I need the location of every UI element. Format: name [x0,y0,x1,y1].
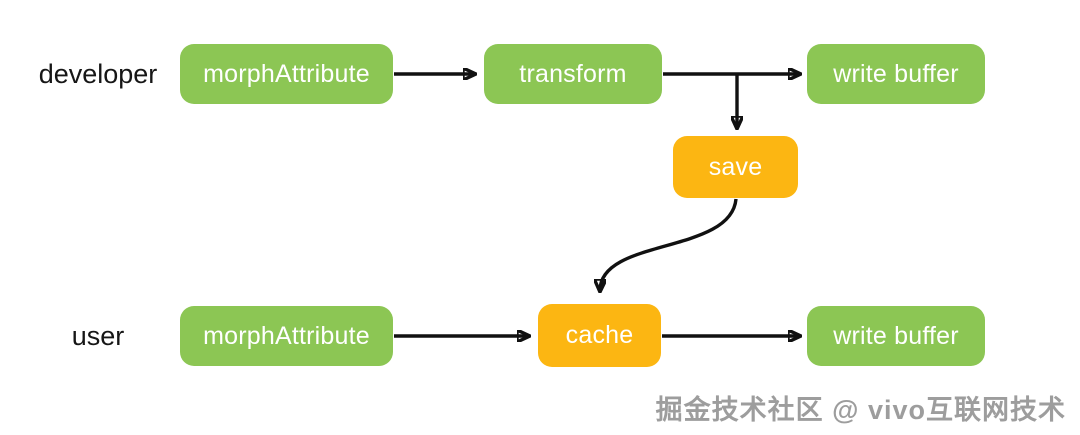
node-write-buffer-developer: write buffer [807,44,985,104]
node-morphattribute-user: morphAttribute [180,306,393,366]
node-morphattribute-developer: morphAttribute [180,44,393,104]
row-label-user: user [71,320,125,351]
watermark-text: 掘金技术社区 @ vivo互联网技术 [655,395,1066,425]
node-save: save [673,136,798,198]
node-write-buffer-user: write buffer [807,306,985,366]
node-cache: cache [538,304,661,367]
node-transform: transform [484,44,662,104]
row-label-developer: developer [38,58,158,89]
arrow-save-to-cache-curve [600,198,738,290]
